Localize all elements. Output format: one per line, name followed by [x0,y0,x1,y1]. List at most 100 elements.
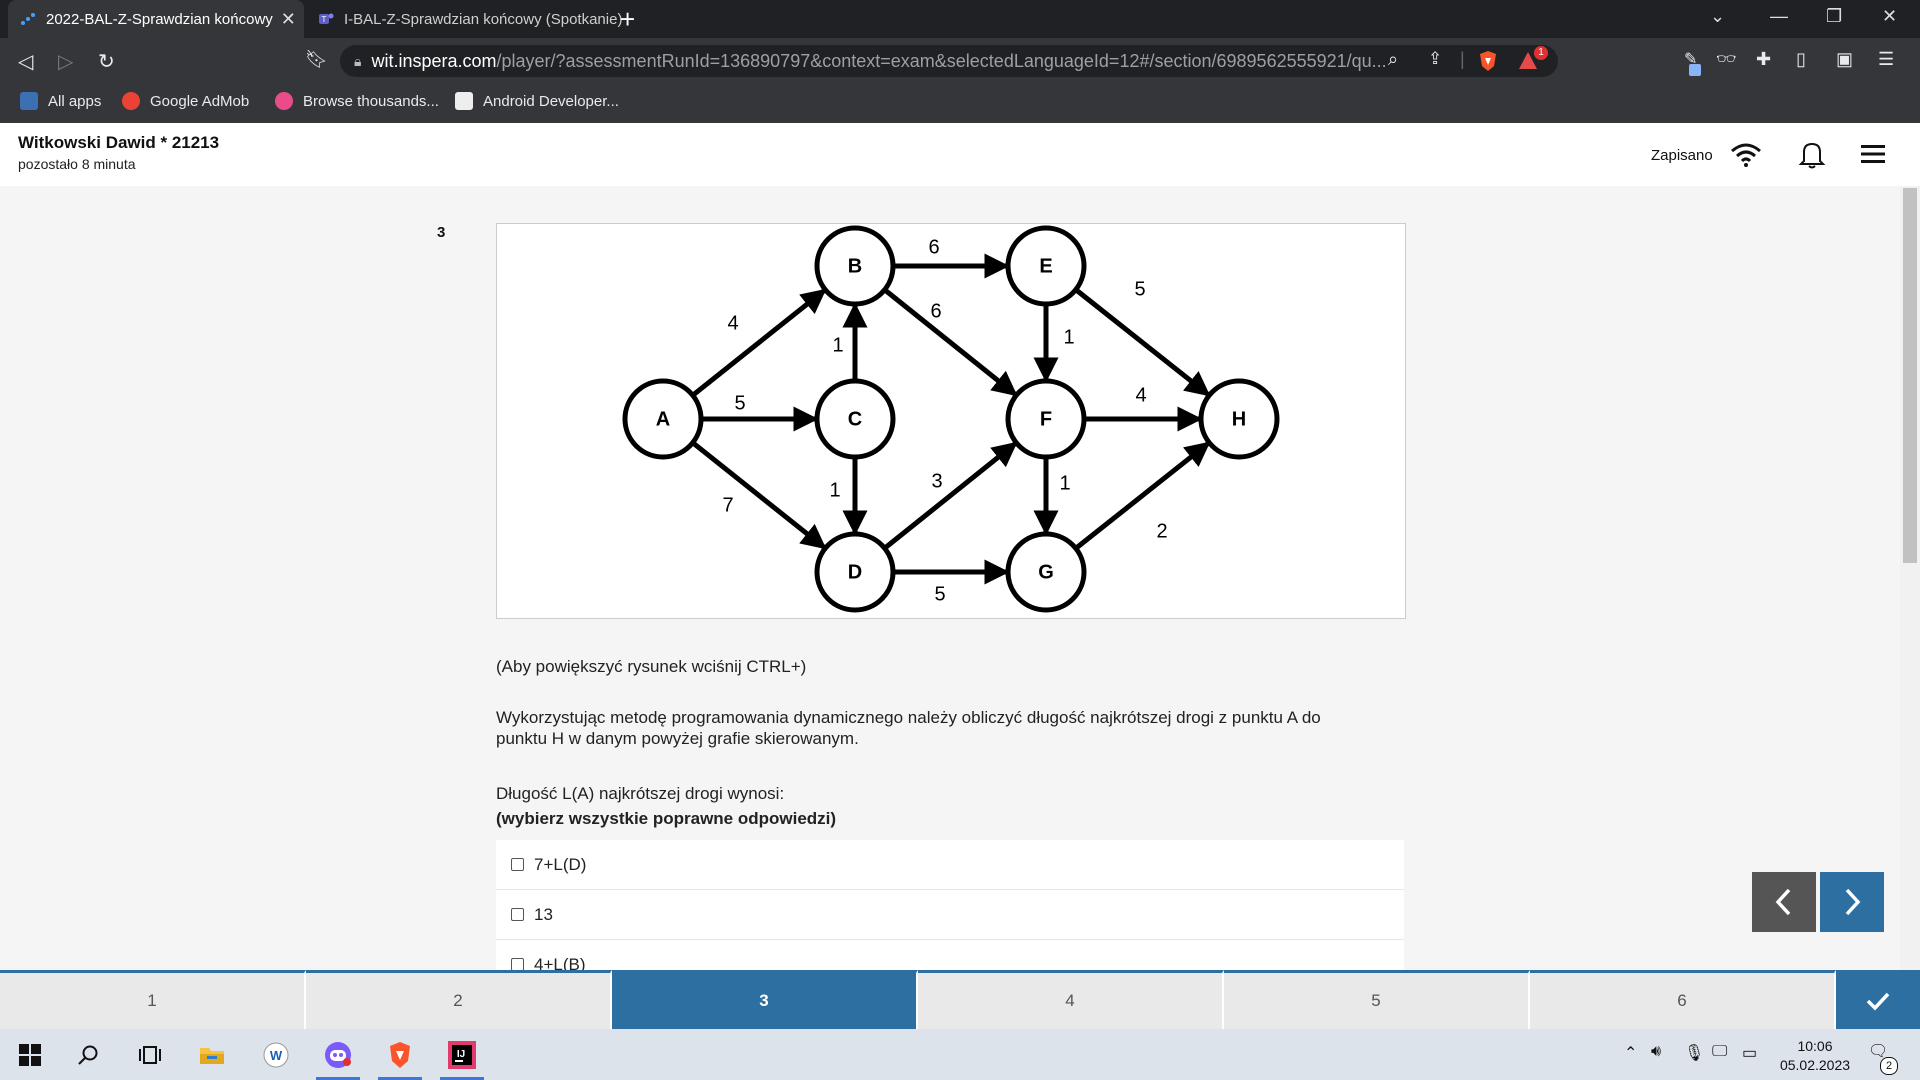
bookmark-dribbble[interactable]: Browse thousands... [275,92,439,110]
hamburger-menu-icon[interactable] [1860,143,1886,165]
tab-strip: 2022-BAL-Z-Sprawdzian końcowy ✕ T I-BAL-… [0,0,1920,38]
minimize-icon[interactable]: — [1770,6,1788,26]
windows-taskbar: W IJ ⌃ 🔊︎ 🎙︎ 🖵 ▭ 10:06 05.02.2023 🗨︎ 2 [0,1029,1920,1080]
checkmark-icon [1866,992,1890,1011]
wallet-icon[interactable]: ▣ [1836,49,1854,69]
tab-sprawdzian[interactable]: 2022-BAL-Z-Sprawdzian końcowy ✕ [8,0,304,38]
tab-title: 2022-BAL-Z-Sprawdzian końcowy [46,10,273,28]
answer-instruction: (wybierz wszystkie poprawne odpowiedzi) [496,809,837,828]
microphone-icon[interactable]: 🎙︎ [1684,1045,1705,1062]
node-circle-G [1005,531,1087,613]
network-icon[interactable]: 🖵 [1712,1043,1728,1060]
edge-weight-D-F: 3 [931,470,942,492]
extension-icon[interactable]: ✎ [1684,51,1698,68]
notifications-icon[interactable]: 🗨︎ [1868,1043,1889,1060]
node-circle-B [814,225,896,307]
bookmark-all-apps[interactable]: All apps [20,92,101,110]
bell-icon[interactable] [1798,139,1826,169]
node-circle-F [1005,378,1087,460]
svg-text:IJ: IJ [457,1049,465,1060]
node-label-D: D [848,561,862,583]
reload-icon[interactable]: ↻ [98,51,115,73]
search-button[interactable] [62,1029,114,1080]
answer-option[interactable]: 13 [496,890,1404,940]
edge-weight-C-B: 1 [832,334,843,356]
page-button-6[interactable]: 6 [1530,970,1836,1029]
page-button-4[interactable]: 4 [918,970,1224,1029]
close-tab-icon[interactable]: ✕ [280,8,296,29]
dribbble-icon [275,92,293,110]
zoom-icon[interactable]: ⌕ [1388,49,1399,69]
brave-rewards-icon[interactable] [1518,50,1542,72]
admob-icon [122,92,140,110]
chevron-right-icon [1845,888,1861,916]
profile-badge [1689,64,1701,76]
search-icon [78,1045,98,1065]
edge-weight-A-D: 7 [722,494,733,516]
start-button[interactable] [4,1029,56,1080]
battery-icon[interactable]: ▭ [1742,1045,1758,1062]
close-window-icon[interactable]: ✕ [1882,6,1898,26]
rewards-badge: 1 [1534,46,1548,60]
node-label-B: B [848,255,862,277]
discord-button[interactable] [312,1029,364,1080]
page-button-2[interactable]: 2 [306,970,612,1029]
file-explorer-button[interactable] [186,1029,238,1080]
app-w-button[interactable]: W [250,1029,302,1080]
node-A: A [622,378,704,460]
new-tab-button[interactable]: + [620,4,636,34]
sidebar-icon[interactable]: ▯ [1796,49,1806,69]
edge-E-H [1074,287,1211,397]
brave-browser-button[interactable] [374,1029,426,1080]
previous-question-button[interactable] [1752,872,1816,932]
checkbox[interactable] [511,908,524,921]
node-H: H [1198,378,1280,460]
page-button-1[interactable]: 1 [0,970,306,1029]
page-button-5[interactable]: 5 [1224,970,1530,1029]
scrollbar[interactable] [1900,186,1920,970]
intellij-button[interactable]: IJ [436,1029,488,1080]
teams-icon: T [319,13,334,24]
back-icon[interactable]: ◁ [18,51,34,73]
bookmark-admob[interactable]: Google AdMob [122,92,249,110]
restore-icon[interactable]: ❐ [1826,6,1843,26]
tab-spotkanie[interactable]: T I-BAL-Z-Sprawdzian końcowy (Spotkanie) [306,0,622,38]
system-clock[interactable]: 10:06 05.02.2023 [1779,1038,1851,1073]
browser-toolbar: ◁ ▷ ↻ 🔖︎ 🔒︎ wit.inspera.com/player/?asse… [0,38,1920,84]
edge-weight-E-F: 1 [1063,326,1074,348]
puzzle-icon[interactable]: ✚ [1756,49,1772,69]
scrollbar-thumb[interactable] [1903,188,1917,563]
forward-icon[interactable]: ▷ [58,51,74,73]
task-view-button[interactable] [124,1029,176,1080]
glasses-icon[interactable]: 👓︎ [1716,51,1737,68]
volume-icon[interactable]: 🔊︎ [1651,1043,1662,1060]
node-circle-D [814,531,896,613]
page-button-3[interactable]: 3 [612,970,918,1029]
share-icon[interactable]: ⇪ [1428,49,1443,68]
zoom-hint: (Aby powiększyć rysunek wciśnij CTRL+) [496,657,807,676]
bookmark-icon[interactable]: 🔖︎ [305,49,328,69]
brave-shield-icon[interactable] [1478,50,1498,72]
lock-icon: 🔒︎ [354,52,362,69]
address-bar[interactable]: 🔒︎ wit.inspera.com/player/?assessmentRun… [340,45,1558,77]
edge-weight-B-F: 6 [930,300,941,322]
next-question-button[interactable] [1820,872,1884,932]
apps-icon [20,92,38,110]
menu-icon[interactable]: ☰ [1878,49,1895,69]
node-label-A: A [656,408,670,430]
answer-option[interactable]: 7+L(D) [496,840,1404,890]
edge-G-H [1074,441,1211,551]
tab-search-icon[interactable]: ⌄ [1710,6,1726,26]
question-number: 3 [437,224,446,241]
question-text-line-2: punktu H w danym powyżej grafie skierowa… [496,729,859,748]
checkbox[interactable] [511,858,524,871]
tray-overflow-icon[interactable]: ⌃ [1624,1045,1638,1062]
bookmark-android-developer[interactable]: Android Developer... [455,92,619,110]
node-label-E: E [1039,255,1052,277]
submit-button[interactable] [1836,970,1920,1029]
edge-weight-F-H: 4 [1135,384,1146,406]
node-circle-E [1005,225,1087,307]
time-remaining: pozostało 8 minuta [18,156,136,172]
